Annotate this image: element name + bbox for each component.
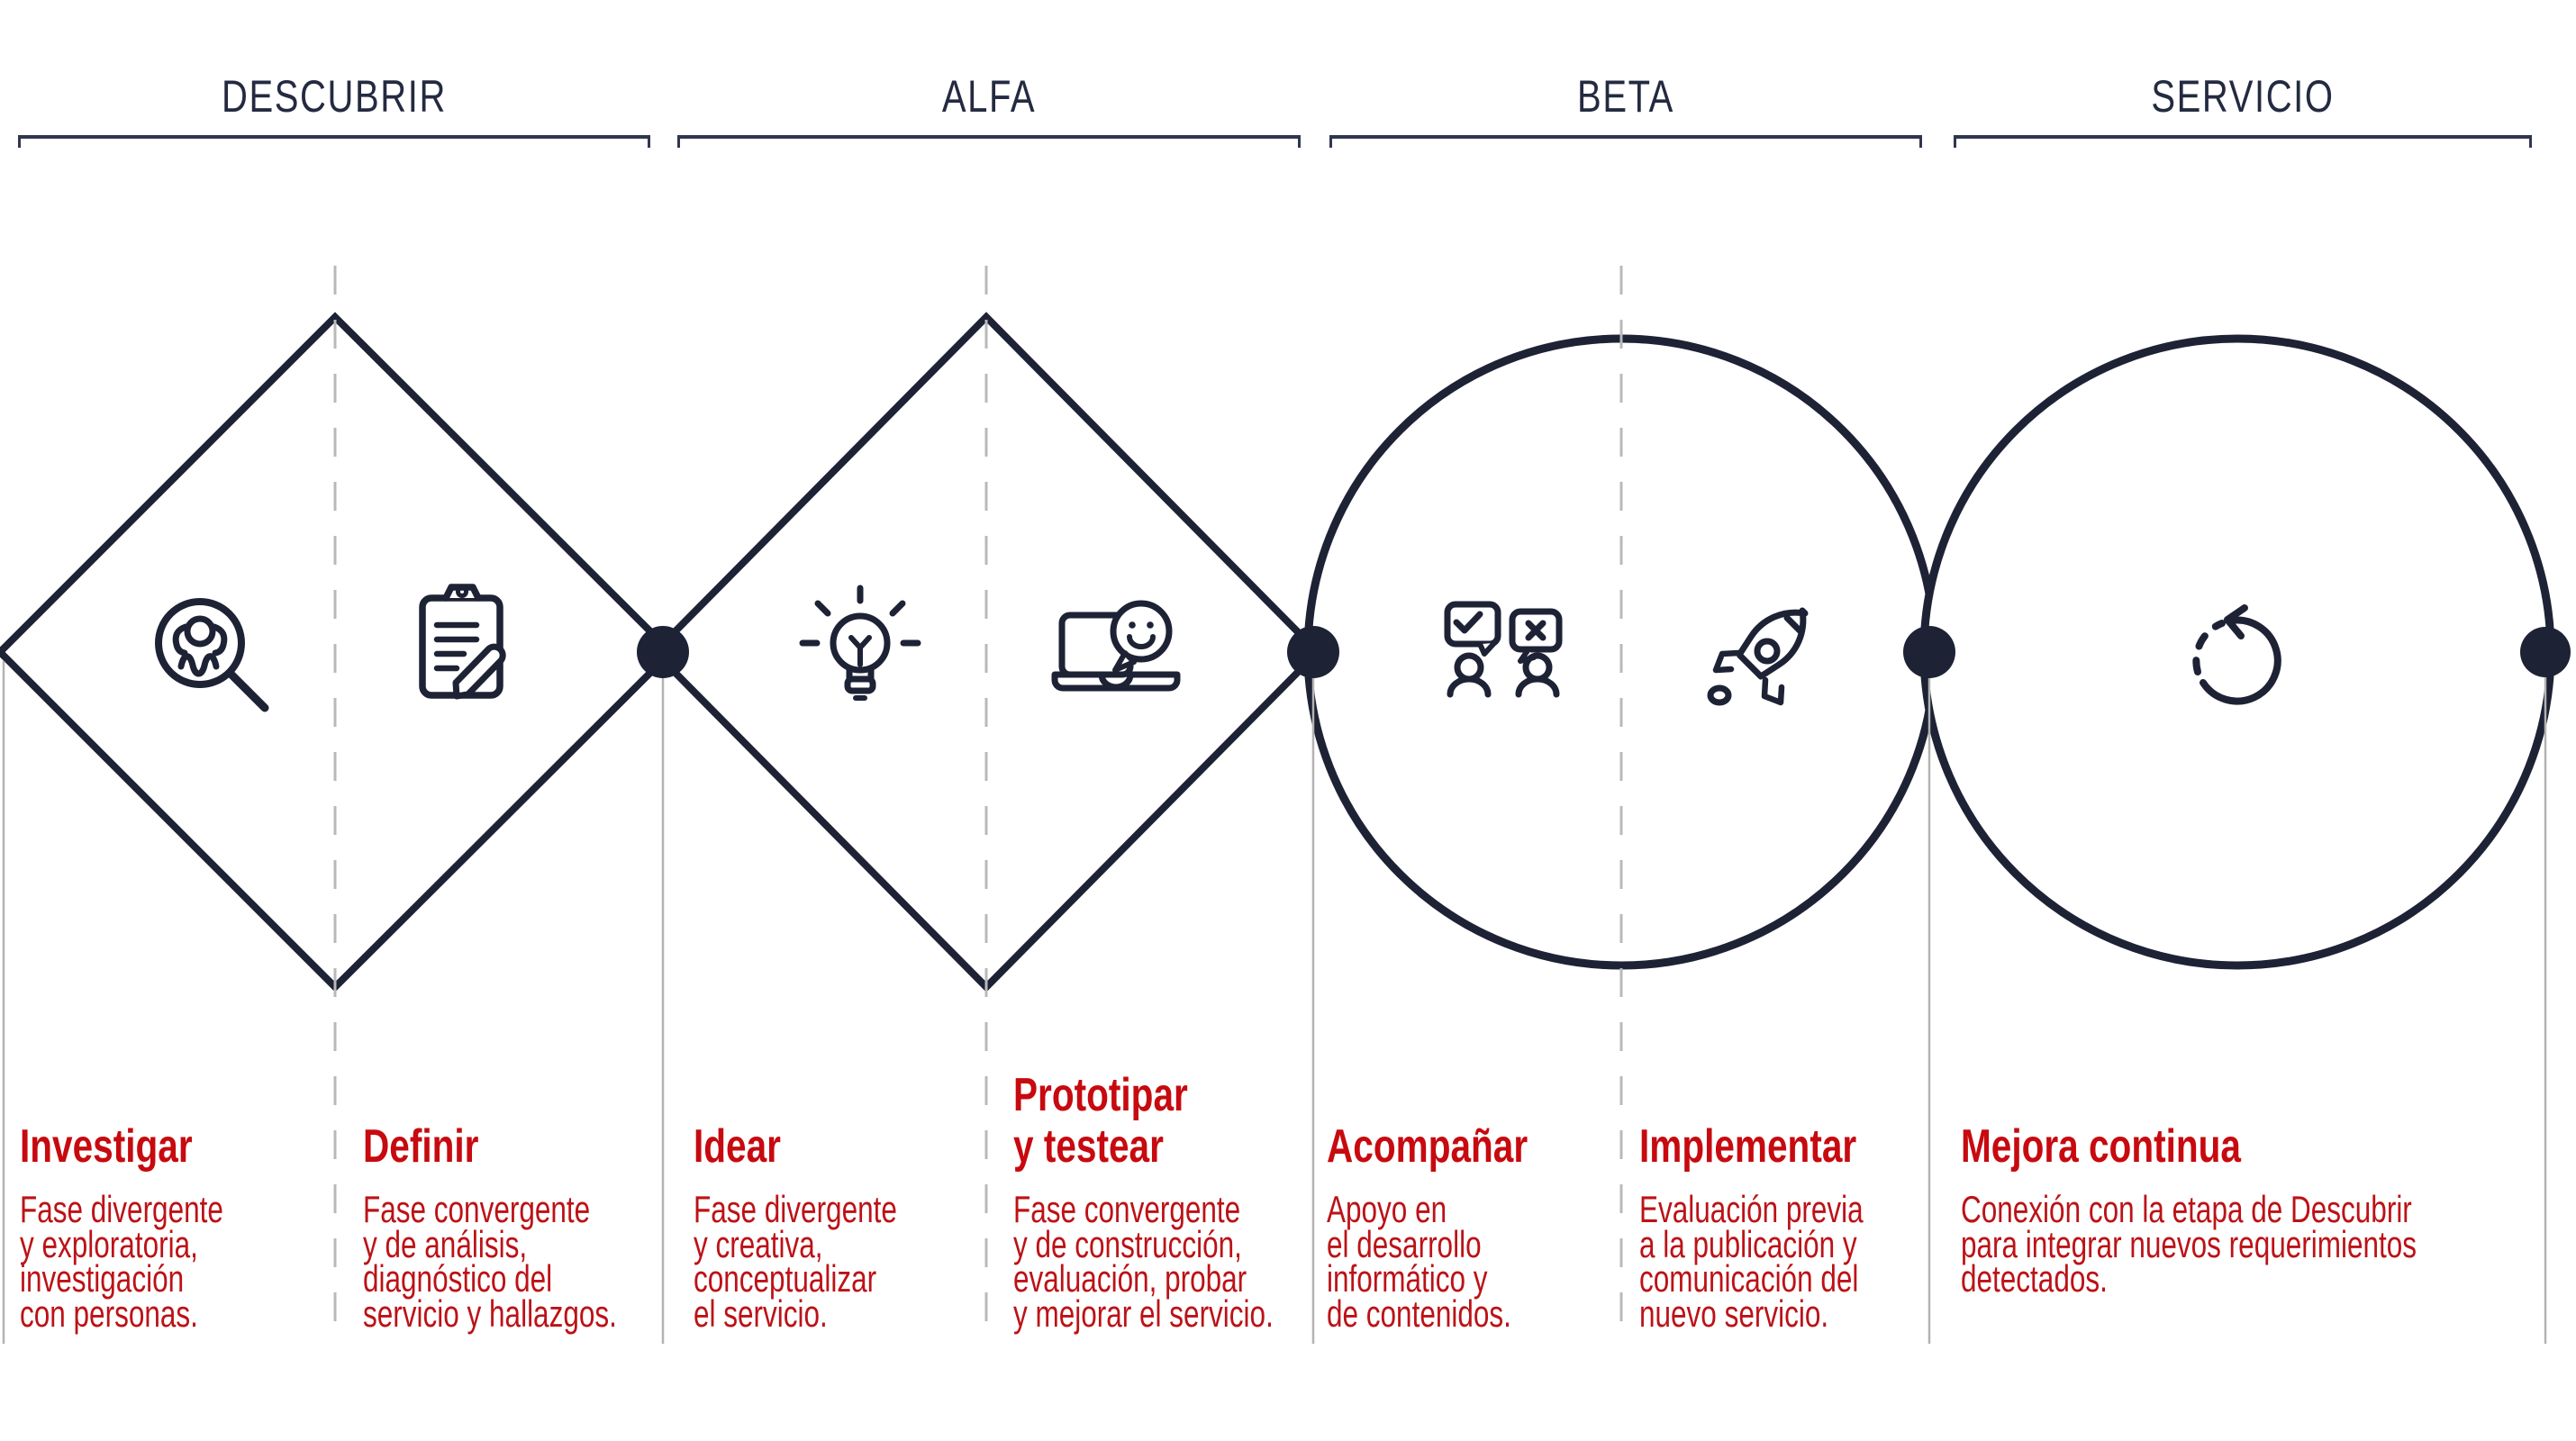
phase-bracket-alfa (677, 135, 1301, 148)
column-heading-idear: Idear (694, 1120, 781, 1173)
junction-dot-4 (2520, 627, 2571, 677)
column-acompanar: Acompañar Apoyo en el desarrollo informá… (1327, 1070, 1885, 1335)
column-idear: Idear Fase divergente y creativa, concep… (694, 1070, 1252, 1335)
column-body-mejora-continua: Conexión con la etapa de Descubrir para … (1961, 1188, 2417, 1300)
center-guide-lines (333, 266, 1623, 1344)
column-body-implementar: Evaluación previa a la publicación y com… (1639, 1188, 1864, 1335)
phase-bracket-descubrir (18, 135, 650, 148)
column-heading-investigar: Investigar (20, 1120, 193, 1173)
column-heading-acompanar: Acompañar (1327, 1120, 1528, 1173)
column-body-prototipar-testear: Fase convergente y de construcción, eval… (1013, 1188, 1274, 1335)
junction-dot-1 (637, 626, 689, 678)
column-body-investigar: Fase divergente y exploratoria, investig… (20, 1188, 223, 1335)
column-mejora-continua: Mejora continua Conexión con la etapa de… (1961, 1070, 2576, 1300)
rocket-icon (1707, 607, 1809, 706)
circle-servicio (1919, 334, 2555, 970)
phase-label-beta: BETA (1577, 71, 1674, 122)
phase-label-servicio: SERVICIO (2151, 71, 2335, 122)
column-heading-prototipar-testear: Prototipar y testear (1013, 1069, 1188, 1173)
lightbulb-icon (799, 585, 921, 701)
column-body-definir: Fase convergente y de análisis, diagnóst… (363, 1188, 617, 1335)
column-heading-definir: Definir (363, 1120, 479, 1173)
laptop-smiley-icon (1051, 600, 1181, 692)
column-definir: Definir Fase convergente y de análisis, … (363, 1070, 921, 1335)
column-implementar: Implementar Evaluación previa a la publi… (1639, 1070, 2198, 1335)
junction-dots (637, 626, 2571, 678)
junction-dot-3 (1903, 626, 1955, 678)
clipboard-pencil-icon (419, 584, 506, 700)
people-feedback-icon (1444, 601, 1563, 698)
refresh-loop-icon (2192, 604, 2281, 705)
column-investigar: Investigar Fase divergente y exploratori… (20, 1070, 578, 1335)
phase-label-alfa: ALFA (941, 71, 1037, 122)
junction-dot-2 (1287, 626, 1339, 678)
phase-bracket-beta (1329, 135, 1922, 148)
person-search-icon (155, 598, 269, 712)
phase-bracket-servicio (1954, 135, 2532, 148)
junction-guide-lines (2, 661, 2547, 1344)
column-heading-implementar: Implementar (1639, 1120, 1857, 1173)
column-heading-mejora-continua: Mejora continua (1961, 1120, 2242, 1173)
column-body-idear: Fase divergente y creativa, conceptualiz… (694, 1188, 897, 1335)
column-body-acompanar: Apoyo en el desarrollo informático y de … (1327, 1188, 1511, 1335)
phase-label-descubrir: DESCUBRIR (222, 71, 447, 122)
column-prototipar-testear: Prototipar y testear Fase convergente y … (1013, 1069, 1572, 1335)
